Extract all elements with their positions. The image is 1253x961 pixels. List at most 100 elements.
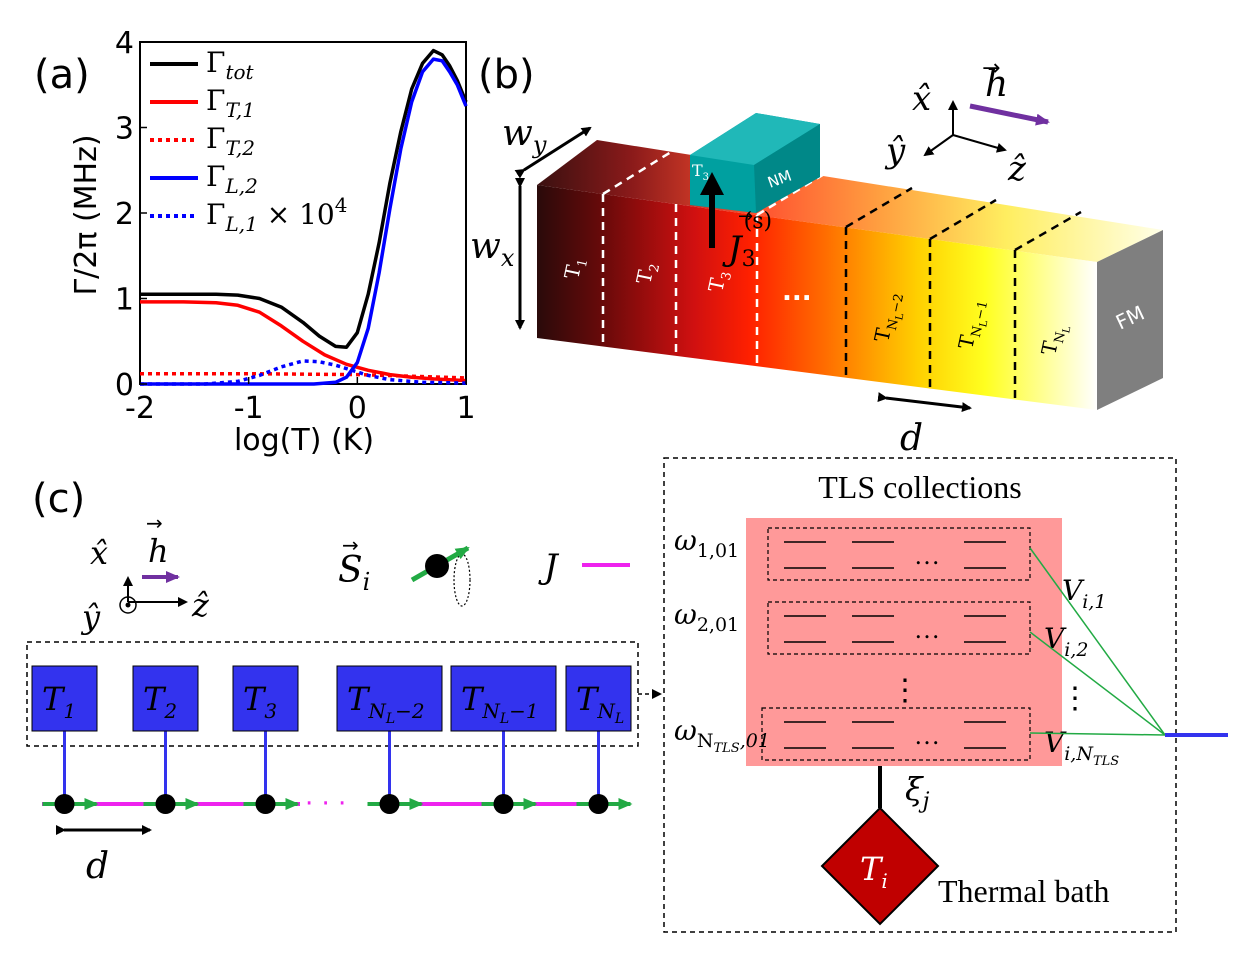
y-tick-label: 1 bbox=[115, 283, 134, 318]
legend-label: Γtot bbox=[206, 46, 255, 84]
omega-label: ω1,01 bbox=[674, 524, 739, 562]
axes-c: x̂ ŷ ẑ h → bbox=[80, 511, 210, 636]
block-label: TNL−2 bbox=[347, 680, 425, 727]
tls-row-box bbox=[767, 527, 1031, 581]
section-label-3: T3 bbox=[703, 268, 735, 295]
section-dividers bbox=[601, 150, 1082, 399]
x-tick-group: -2 -1 0 1 bbox=[125, 377, 476, 426]
field-arrow-b bbox=[969, 103, 1050, 126]
series-line-3 bbox=[140, 57, 468, 386]
spin-site bbox=[155, 794, 176, 814]
axes-b: x̂ ŷ ẑ h → bbox=[884, 56, 1050, 189]
thermal-bath-diamond bbox=[820, 806, 940, 926]
field-vec-arrow-b: → bbox=[982, 56, 1000, 81]
axis-z-b: ẑ bbox=[1007, 149, 1027, 189]
tls-row-box bbox=[761, 707, 1031, 761]
block-label: T3 bbox=[243, 680, 277, 723]
y-axis-label: Γ/2π (MHz) bbox=[69, 134, 104, 295]
temperature-block bbox=[565, 665, 632, 732]
x-axis-label: log(T) (K) bbox=[234, 423, 374, 458]
series-line-0 bbox=[140, 48, 468, 349]
wy-arrow bbox=[514, 126, 592, 179]
section-label-nl-1: TNL−1 bbox=[953, 297, 994, 353]
block-label: TNL−1 bbox=[461, 680, 539, 727]
block-label: T1 bbox=[42, 680, 76, 723]
spin-site bbox=[255, 794, 276, 814]
spin-current-vec-arrow: → bbox=[738, 206, 753, 227]
axis-y-c: ŷ bbox=[80, 598, 101, 636]
chain-ellipsis: · · · bbox=[305, 789, 346, 819]
panel-label-c: (c) bbox=[32, 476, 85, 522]
temperature-block bbox=[336, 665, 443, 732]
omega-label: ω2,01 bbox=[674, 598, 739, 636]
coupling-line-3 bbox=[1029, 732, 1166, 736]
section-label-nl-2: TNL−2 bbox=[869, 290, 910, 346]
axis-y-b: ŷ bbox=[884, 131, 906, 171]
legend-label: ΓL,2 bbox=[206, 160, 258, 198]
section-label-nl: TNL bbox=[1036, 321, 1073, 358]
section-labels: T1 T2 T3 ... TNL−2 TNL−1 TNL bbox=[559, 255, 1073, 358]
panel-b-schematic: (b) FM T1 T2 T3 ... TNL−2 bbox=[470, 52, 1163, 459]
y-tick-label: 0 bbox=[115, 368, 134, 403]
x-tick-label: 0 bbox=[348, 391, 367, 426]
spin-vec-arrow: → bbox=[342, 533, 359, 557]
series-line-2 bbox=[140, 371, 467, 380]
panel-c-schematic: (c) x̂ ŷ ẑ h → Si → J bbox=[26, 457, 1228, 933]
wx-label: wx bbox=[470, 226, 515, 272]
d-arrow-b bbox=[877, 392, 972, 413]
coupling-label: Vi,1 bbox=[1062, 574, 1106, 613]
axis-z-c: ẑ bbox=[191, 586, 210, 624]
tls-vdots: ⋮ bbox=[890, 674, 920, 707]
spin-dot-icon bbox=[425, 554, 449, 578]
x-tick-label: -2 bbox=[125, 391, 155, 426]
spin-site bbox=[493, 794, 514, 814]
field-vec-arrow-c: → bbox=[146, 511, 163, 535]
nm-t3-label: T3 bbox=[692, 161, 709, 183]
temperature-block bbox=[31, 665, 98, 732]
legend-label: ΓL,1 × 104 bbox=[206, 193, 347, 236]
panel-label-a: (a) bbox=[34, 52, 90, 98]
coupling-label: Vi,NTLS bbox=[1044, 726, 1119, 769]
spin-current-arrowhead bbox=[700, 172, 724, 195]
tls-row-ellipsis: … bbox=[914, 541, 940, 570]
spin-label: Si bbox=[338, 550, 370, 596]
spin-site bbox=[588, 794, 609, 814]
spin-current-label: J3(s) bbox=[722, 209, 772, 272]
bar-front-face bbox=[537, 185, 1097, 410]
x-tick-label: -1 bbox=[234, 391, 264, 426]
coupling-line-2 bbox=[1029, 631, 1166, 736]
xi-label: ξj bbox=[905, 770, 930, 814]
exchange-label: J bbox=[538, 547, 560, 587]
block-label: TNL bbox=[576, 680, 624, 727]
legend-label: ΓT,2 bbox=[206, 122, 255, 160]
d-label-b: d bbox=[900, 418, 923, 459]
field-label-c: h bbox=[148, 532, 169, 570]
tls-row-ellipsis: … bbox=[914, 721, 940, 750]
spin-site bbox=[54, 794, 75, 814]
v-vdots: ⋮ bbox=[1060, 682, 1090, 715]
axis-x-b: x̂ bbox=[912, 79, 931, 119]
coupling-line-1 bbox=[1029, 547, 1166, 736]
tls-row-box bbox=[767, 601, 1031, 655]
bath-temperature: Ti bbox=[860, 850, 888, 893]
precession-ellipse bbox=[453, 553, 471, 607]
y-tick-label: 4 bbox=[115, 26, 134, 61]
temperature-block bbox=[232, 665, 299, 732]
section-ellipsis: ... bbox=[782, 277, 812, 307]
temperature-block bbox=[132, 665, 199, 732]
y-tick-label: 3 bbox=[115, 112, 134, 147]
block-label: T2 bbox=[143, 680, 177, 723]
field-label-b: h bbox=[985, 64, 1008, 105]
section-label-1: T1 bbox=[559, 255, 591, 282]
wy-label: wy bbox=[502, 113, 547, 159]
legend-label: ΓT,1 bbox=[206, 84, 255, 122]
series-line-1 bbox=[140, 300, 467, 383]
d-label-c: d bbox=[86, 846, 109, 887]
series-group bbox=[140, 48, 468, 386]
bath-label: Thermal bath bbox=[938, 873, 1109, 909]
axis-x-c: x̂ bbox=[90, 534, 108, 572]
x-tick-label: 1 bbox=[456, 391, 475, 426]
